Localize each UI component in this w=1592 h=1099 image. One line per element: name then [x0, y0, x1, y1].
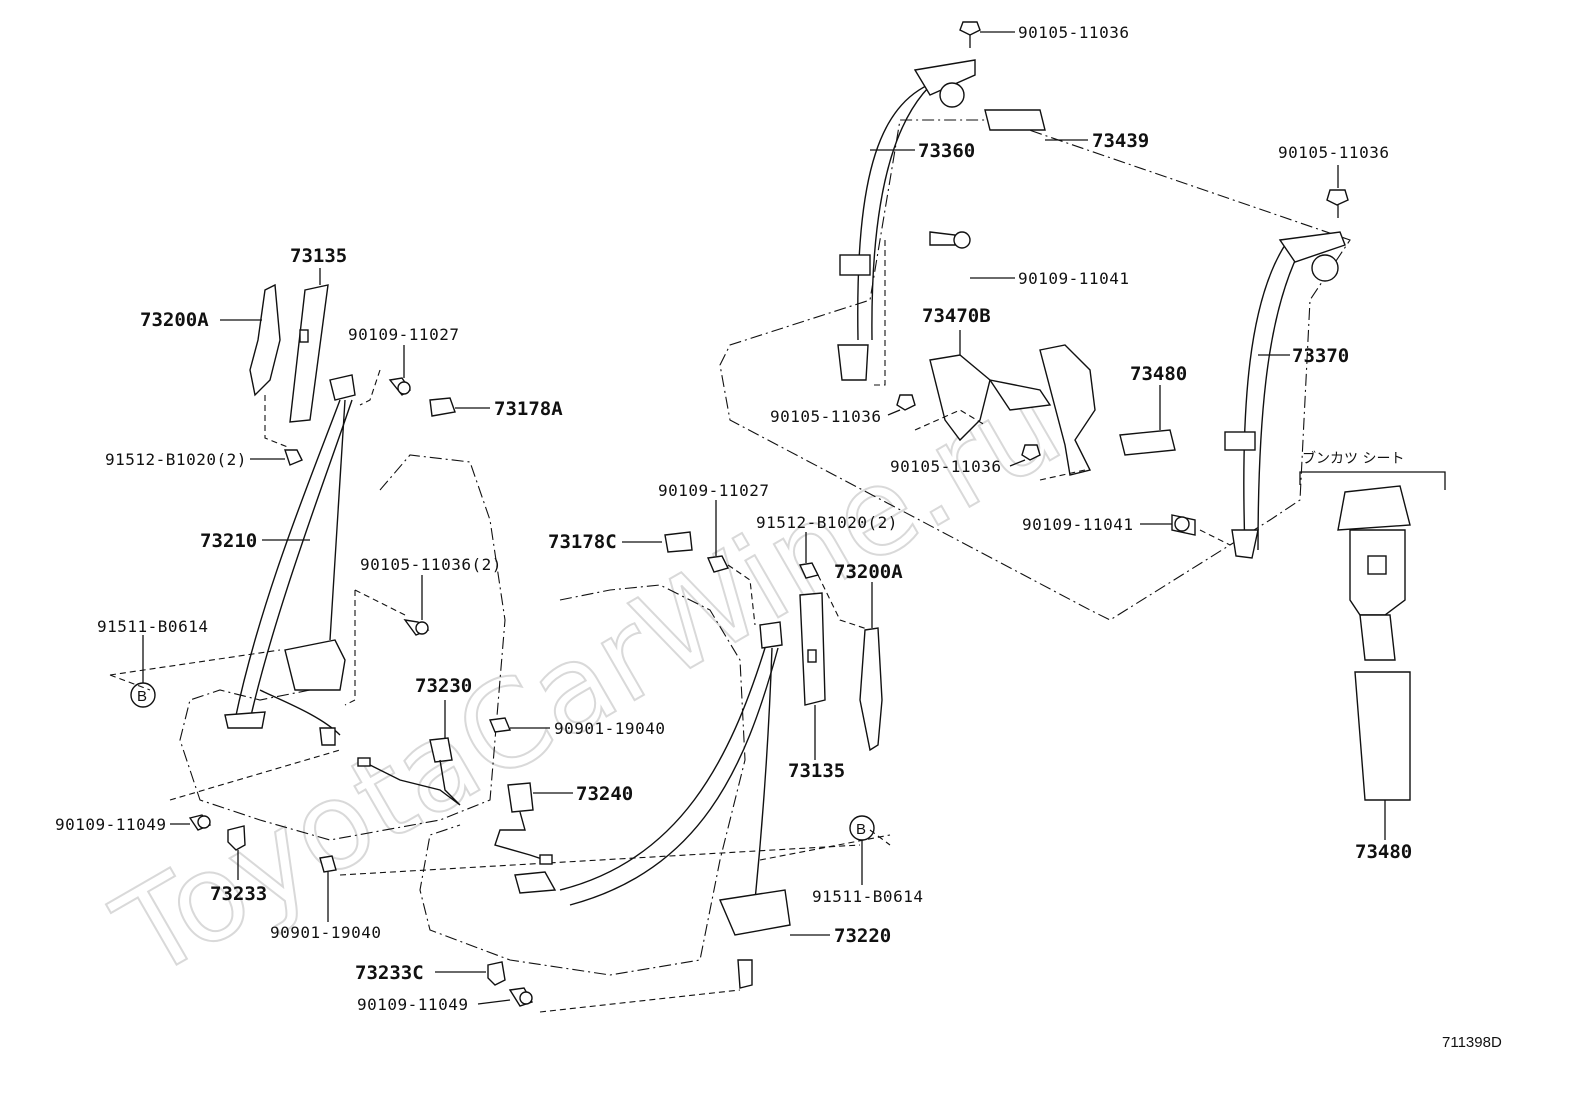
reference-code: 711398D [1442, 1034, 1502, 1051]
label-73480-a: 73480 [1130, 363, 1187, 385]
bolt-icon [403, 619, 430, 636]
bolt-icon [929, 231, 971, 249]
rear-belt-right-73370[interactable] [1224, 231, 1346, 559]
label-73135-a: 73135 [290, 245, 347, 267]
label-73220: 73220 [834, 925, 891, 947]
buckle-73240[interactable] [494, 782, 553, 865]
rear-belt-left-73360[interactable] [837, 59, 976, 381]
label-73135-b: 73135 [788, 760, 845, 782]
inset-label: ブンカツ シート [1302, 450, 1404, 467]
svg-text:B: B [137, 688, 147, 705]
label-73178a: 73178A [494, 398, 563, 420]
label-90109-11027-a: 90109-11027 [348, 325, 459, 344]
label-91512-b1020-b: 91512-B1020(2) [756, 513, 898, 532]
bolt-icon [489, 717, 511, 733]
label-73439: 73439 [1092, 130, 1149, 152]
label-90109-11049-a: 90109-11049 [55, 815, 166, 834]
cover-73439 [984, 109, 1046, 131]
inset-split-seat: ブンカツ シート [1299, 450, 1446, 801]
label-73178c: 73178C [548, 531, 617, 553]
label-91511-b0614-b: 91511-B0614 [812, 887, 923, 906]
label-73233c: 73233C [355, 962, 424, 984]
label-90105-11036-top: 90105-11036 [1018, 23, 1129, 42]
label-73200a-b: 73200A [834, 561, 903, 583]
adjuster-73200a-right[interactable] [859, 627, 883, 752]
label-90105-11036-right: 90105-11036 [1278, 143, 1389, 162]
label-90901-19040-a: 90901-19040 [554, 719, 665, 738]
front-belt-73210[interactable] [224, 374, 356, 746]
label-90109-11041-b: 90109-11041 [1022, 515, 1133, 534]
trim-73135-left [289, 284, 329, 423]
bolt-icon [1021, 444, 1041, 461]
front-right-seat [419, 584, 746, 976]
buckle-73470b[interactable] [929, 354, 1052, 442]
bolt-icon [959, 21, 981, 48]
label-73470b: 73470B [922, 305, 991, 327]
callout-b-left: B [130, 682, 156, 708]
label-73230: 73230 [415, 675, 472, 697]
clip-73178c [664, 531, 693, 553]
bolt-icon [388, 377, 411, 396]
label-90105-11036-2: 90105-11036(2) [360, 555, 502, 574]
label-90105-11036-mid2: 90105-11036 [890, 457, 1001, 476]
bolt-icon [508, 987, 534, 1007]
label-73240: 73240 [576, 783, 633, 805]
label-73200a-a: 73200A [140, 309, 209, 331]
label-73480-b: 73480 [1355, 841, 1412, 863]
label-90109-11027-b: 90109-11027 [658, 481, 769, 500]
label-90109-11049-b: 90109-11049 [357, 995, 468, 1014]
label-90901-19040-b: 90901-19040 [270, 923, 381, 942]
callout-b-right: B [849, 815, 875, 841]
label-73360: 73360 [918, 140, 975, 162]
label-73370: 73370 [1292, 345, 1349, 367]
bolt-icon [896, 394, 916, 411]
bolt-icon [1171, 514, 1196, 536]
label-91511-b0614-a: 91511-B0614 [97, 617, 208, 636]
clip-73178a [429, 397, 456, 417]
label-91512-b1020-a: 91512-B1020(2) [105, 450, 247, 469]
label-90109-11041-a: 90109-11041 [1018, 269, 1129, 288]
adjuster-73200a-left[interactable] [249, 283, 281, 397]
cap-73233c [487, 961, 506, 986]
buckle-73480[interactable] [1039, 344, 1176, 476]
trim-73135-right [799, 592, 826, 706]
buckle-73230[interactable] [357, 737, 461, 806]
bolt-icon [188, 814, 212, 831]
front-left-seat [179, 454, 506, 841]
label-90105-11036-mid: 90105-11036 [770, 407, 881, 426]
label-73233: 73233 [210, 883, 267, 905]
cap-73233 [227, 825, 246, 851]
front-belt-73220[interactable] [514, 621, 791, 989]
bolt-icon [706, 555, 730, 573]
label-73210: 73210 [200, 530, 257, 552]
svg-text:B: B [856, 821, 866, 838]
bolt-icon [1326, 189, 1349, 218]
bolt-icon [284, 449, 303, 466]
bolt-icon [319, 855, 337, 873]
